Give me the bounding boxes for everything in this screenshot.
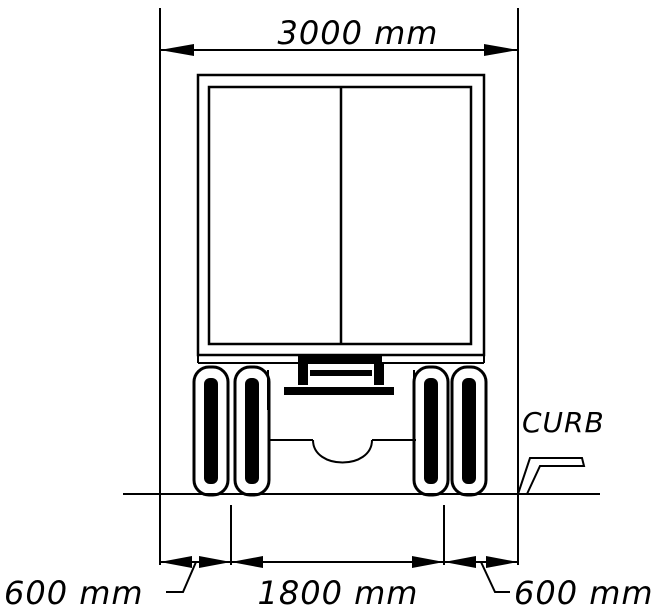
rear-bumper	[284, 355, 394, 395]
right-dual-wheels	[412, 365, 488, 497]
curb: CURB	[517, 406, 605, 495]
right-clearance-label: 600 mm	[514, 574, 654, 610]
left-clearance-label: 600 mm	[4, 574, 144, 610]
overall-width-label: 3000 mm	[278, 14, 439, 52]
left-dual-wheels	[192, 365, 271, 497]
axle	[267, 370, 416, 464]
left-clearance-leader	[166, 561, 197, 593]
curb-label: CURB	[522, 406, 605, 439]
track-width-label: 1800 mm	[258, 574, 419, 610]
overall-width-dimension: 3000 mm	[160, 14, 518, 56]
truck-body	[196, 73, 486, 364]
bottom-dimensions: 600 mm 1800 mm 600 mm	[4, 556, 654, 610]
right-clearance-leader	[480, 561, 510, 593]
